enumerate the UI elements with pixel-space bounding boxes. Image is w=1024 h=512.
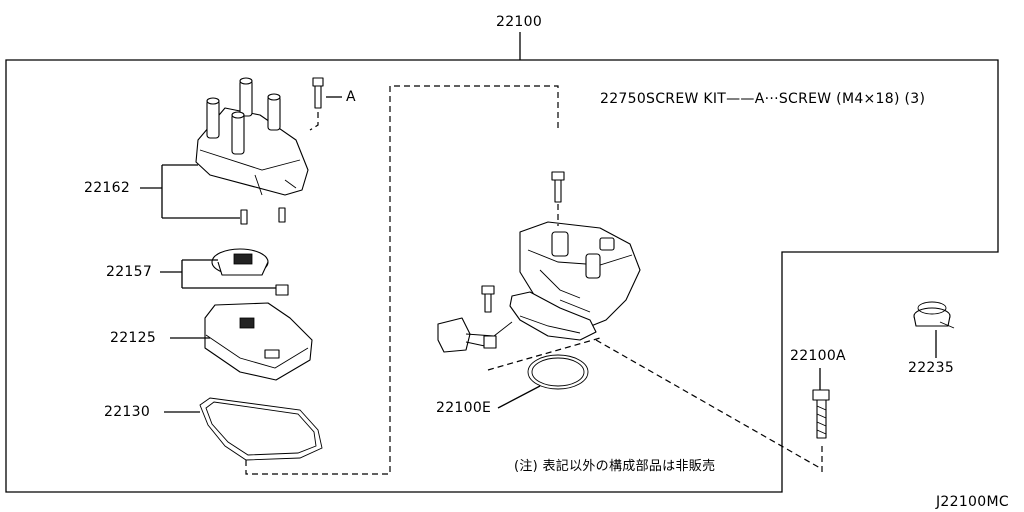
rotor [211, 248, 289, 296]
assembly-frame [5, 59, 999, 493]
dashed-link-bolt [595, 339, 821, 469]
distributor-cap [195, 77, 309, 225]
label-22157: 22157 [106, 264, 153, 280]
distributor-body [437, 221, 641, 353]
label-22125: 22125 [110, 330, 157, 346]
label-22100A: 22100A [790, 348, 846, 364]
screw-kit-note: 22750SCREW KIT——A···SCREW (M4×18) (3) [600, 91, 926, 107]
label-22235: 22235 [908, 360, 955, 376]
label-22100: 22100 [496, 14, 543, 30]
diagram-code: J22100MC [936, 494, 1009, 510]
dashed-small-screw [487, 337, 601, 371]
assembly-dashed-outline [245, 85, 559, 475]
gasket [199, 397, 323, 461]
footnote: (注) 表記以外の構成部品は非販売 [514, 459, 716, 474]
label-22130: 22130 [104, 404, 151, 420]
label-22100E: 22100E [436, 400, 492, 416]
screw-a [312, 77, 324, 109]
clamp [913, 301, 955, 329]
small-screw [481, 285, 495, 313]
label-screw-a: A [346, 89, 356, 105]
leader-22100E [497, 385, 541, 409]
cover [204, 302, 313, 381]
top-screw [551, 171, 565, 226]
o-ring-seal [527, 354, 589, 390]
bolt [812, 389, 830, 439]
label-22162: 22162 [84, 180, 131, 196]
leader-22162 [140, 164, 240, 219]
leader-22157 [160, 259, 276, 289]
